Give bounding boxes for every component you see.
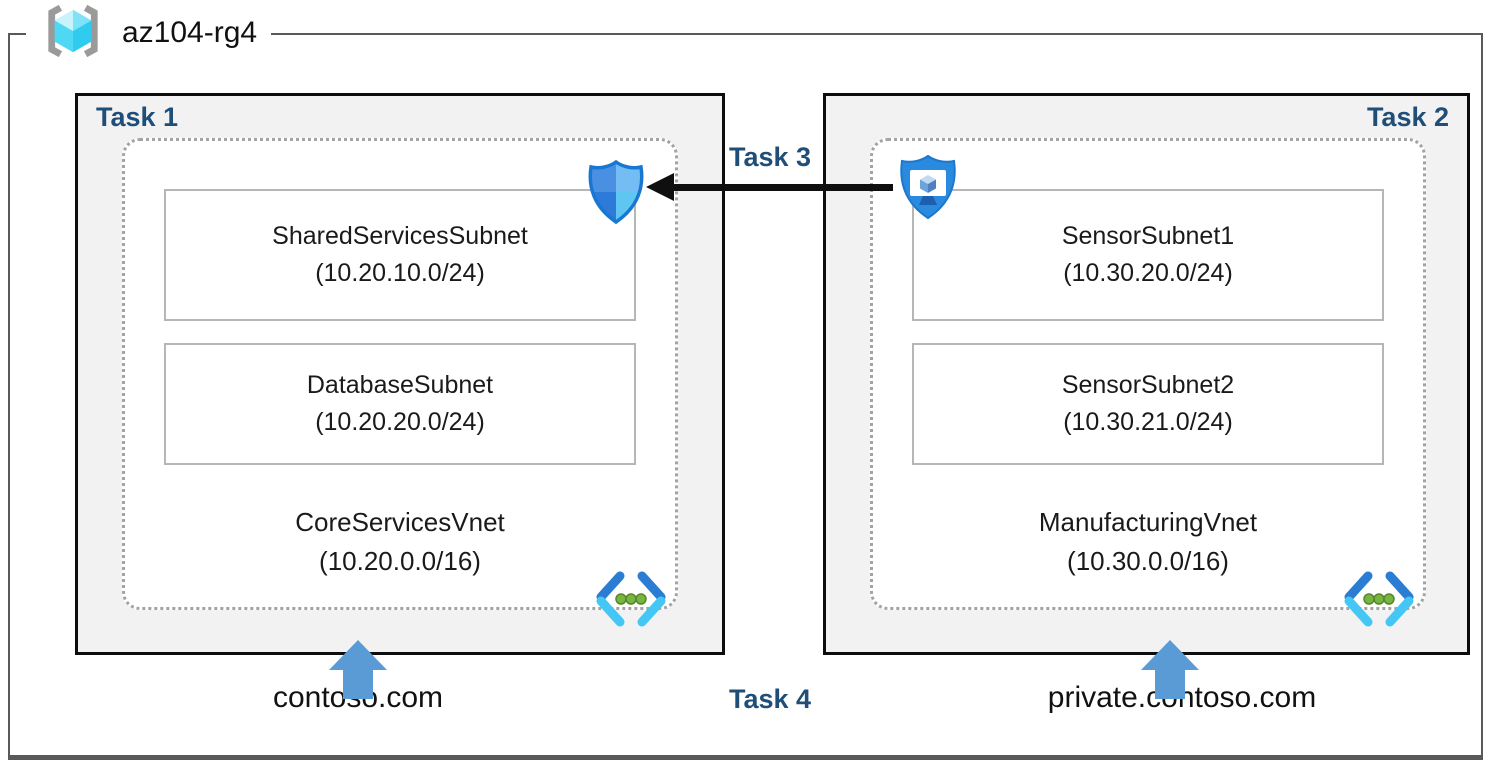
subnet-name: SensorSubnet1: [1061, 222, 1235, 250]
vnet-cidr: (10.30.0.0/16): [1067, 546, 1229, 576]
manufacturing-vnet: SensorSubnet1 (10.30.20.0/24) SensorSubn…: [870, 138, 1426, 627]
vnet-name: ManufacturingVnet: [1038, 507, 1258, 537]
task4-label: Task 4: [728, 684, 812, 714]
resource-group-boundary: [8, 33, 1483, 760]
shared-services-subnet: SharedServicesSubnet (10.20.10.0/24): [164, 189, 636, 321]
virtual-network-icon: [1341, 570, 1417, 633]
database-subnet: DatabaseSubnet (10.20.20.0/24): [164, 343, 636, 465]
virtual-network-icon: [593, 570, 669, 633]
subnet-cidr: (10.30.20.0/24): [1063, 259, 1233, 287]
dns-up-arrow-right-shaft: [1155, 668, 1185, 699]
sensor-subnet1: SensorSubnet1 (10.30.20.0/24): [912, 189, 1384, 321]
subnet-name: SharedServicesSubnet: [272, 222, 528, 250]
subnet-name: SensorSubnet2: [1061, 371, 1235, 399]
subnet-name: DatabaseSubnet: [306, 371, 494, 399]
subnet-cidr: (10.20.20.0/24): [315, 408, 485, 436]
vnet-name: CoreServicesVnet: [295, 507, 505, 537]
sensor-subnet2: SensorSubnet2 (10.30.21.0/24): [912, 343, 1384, 465]
vnet-cidr: (10.20.0.0/16): [319, 546, 481, 576]
resource-group-legend: az104-rg4: [26, 0, 272, 66]
network-security-group-shield-icon: [586, 159, 646, 231]
task3-label: Task 3: [728, 142, 812, 172]
resource-group-icon: [40, 2, 106, 65]
dns-up-arrow-right-head: [1141, 640, 1199, 670]
vnet-label: ManufacturingVnet (10.30.0.0/16): [873, 503, 1423, 581]
peering-arrow-head: [646, 173, 674, 201]
dns-up-arrow-left-shaft: [343, 668, 373, 699]
dns-up-arrow-left-head: [329, 640, 387, 670]
resource-group-name: az104-rg4: [122, 16, 258, 49]
task1-label: Task 1: [96, 102, 179, 132]
subnet-cidr: (10.20.10.0/24): [315, 259, 485, 287]
bastion-shield-icon: [897, 153, 959, 227]
core-services-vnet: SharedServicesSubnet (10.20.10.0/24) Dat…: [122, 138, 678, 627]
subnet-cidr: (10.30.21.0/24): [1063, 408, 1233, 436]
task2-label: Task 2: [1366, 102, 1449, 132]
peering-arrow-shaft: [672, 184, 893, 191]
vnet-label: CoreServicesVnet (10.20.0.0/16): [125, 503, 675, 581]
